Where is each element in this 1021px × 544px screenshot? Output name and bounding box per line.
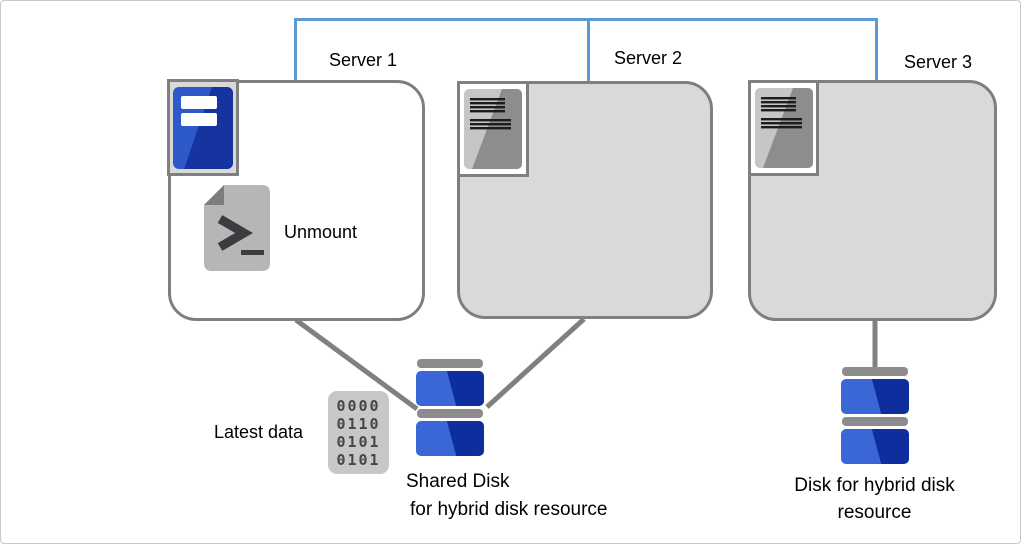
binary-data-icon: 0000 0110 0101 0101	[328, 391, 389, 474]
server3-label: Server 3	[904, 52, 973, 72]
shared-disk-label-line1: Shared Disk	[406, 471, 510, 492]
unmount-label: Unmount	[284, 222, 358, 242]
network-line-drop-server3	[875, 18, 878, 80]
server-tower-blue-icon	[173, 86, 233, 169]
hybrid-disk-label-line1: Disk for hybrid disk	[794, 475, 955, 496]
disk-cap	[842, 417, 908, 426]
network-line-drop-server2	[587, 18, 590, 81]
hybrid-disk-stack-icon	[841, 367, 909, 467]
server3-frame	[748, 80, 819, 176]
server2-frame	[457, 81, 529, 177]
hybrid-disk-label-line2: resource	[837, 502, 912, 523]
shared-disk-label: Shared Disk for hybrid disk resource	[406, 471, 607, 521]
disk-body	[416, 421, 484, 456]
server-tower-gray-icon	[464, 89, 522, 169]
hybrid-disk-label: Disk for hybrid disk resource	[774, 475, 975, 524]
disk-body	[841, 429, 909, 464]
shared-disk-label-line2: for hybrid disk resource	[410, 499, 608, 520]
latest-data-label: Latest data	[214, 422, 304, 442]
disk-cap	[842, 367, 908, 376]
server1-frame	[167, 79, 239, 176]
binary-row: 0000	[336, 397, 381, 415]
server1-label: Server 1	[329, 50, 398, 70]
binary-row: 0110	[336, 415, 381, 433]
script-terminal-icon	[204, 185, 270, 271]
disk-body	[416, 371, 484, 406]
connector-server2-shared-disk	[485, 317, 586, 409]
disk-body	[841, 379, 909, 414]
network-line-horizontal	[294, 18, 878, 21]
server2-label: Server 2	[614, 48, 683, 68]
server-tower-gray-icon	[754, 88, 813, 168]
network-line-drop-server1	[294, 18, 297, 81]
disk-cap	[417, 409, 483, 418]
shared-disk-stack-icon	[416, 359, 484, 459]
disk-cap	[417, 359, 483, 368]
binary-row: 0101	[336, 451, 381, 469]
binary-row: 0101	[336, 433, 381, 451]
connector-server1-shared-disk	[294, 317, 419, 412]
